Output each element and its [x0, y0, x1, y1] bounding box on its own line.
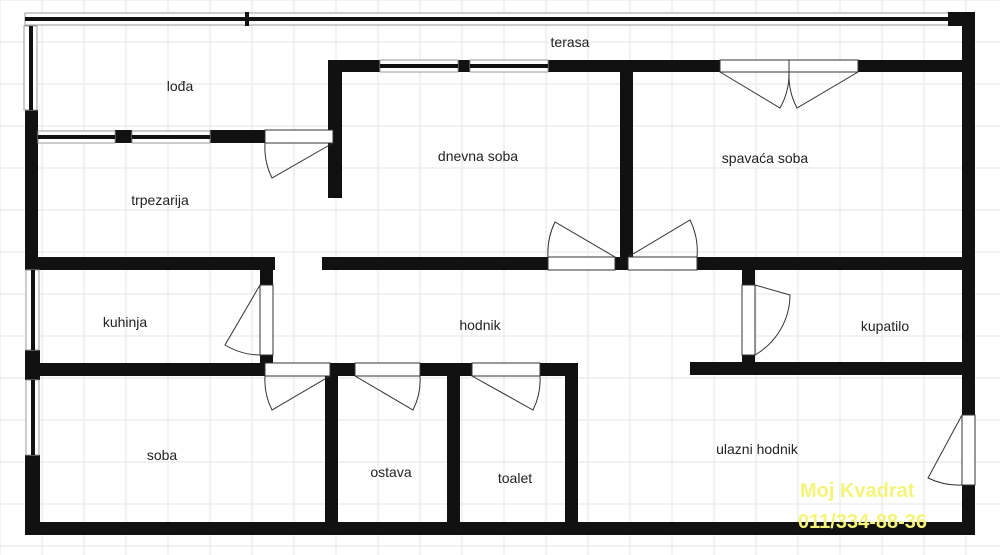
room-label-hodnik: hodnik [459, 317, 501, 333]
wall [458, 60, 470, 72]
room-label-loda: lođa [167, 78, 194, 94]
room-label-ostava: ostava [370, 464, 411, 480]
door-swing [264, 375, 331, 411]
watermark-name: Moj Kvadrat [800, 480, 915, 502]
wall [322, 257, 548, 270]
room-label-trpezarija: trpezarija [131, 192, 189, 208]
wall [548, 60, 720, 72]
door [627, 256, 698, 271]
wall [620, 60, 633, 270]
wall [858, 60, 962, 72]
door-swing [354, 375, 421, 411]
door [264, 362, 331, 377]
wall [697, 257, 962, 270]
door [741, 284, 756, 356]
wall [742, 355, 755, 365]
wall [328, 60, 380, 72]
door-swing [264, 142, 334, 179]
wall [962, 12, 975, 415]
wall [328, 60, 342, 198]
wall [615, 257, 628, 270]
room-label-toalet: toalet [498, 470, 532, 486]
room-label-soba: soba [147, 447, 178, 463]
wall [25, 257, 275, 270]
door [788, 59, 859, 73]
room-label-kuhinja: kuhinja [103, 314, 148, 330]
door [354, 362, 421, 377]
door-swing [719, 71, 790, 109]
door [264, 129, 334, 144]
wall [25, 363, 265, 376]
door-swing [627, 219, 698, 258]
room-label-terasa: terasa [551, 34, 590, 50]
door [719, 59, 790, 73]
terrace-railing [24, 12, 966, 26]
doors [224, 59, 976, 486]
wall [210, 130, 265, 143]
door [471, 362, 541, 377]
door [259, 284, 274, 356]
windows [23, 25, 549, 456]
wall [115, 130, 132, 143]
door-swing [754, 284, 791, 356]
wall [420, 363, 472, 376]
wall [260, 257, 273, 285]
wall [25, 110, 38, 270]
door [547, 256, 616, 271]
room-label-spavaca-soba: spavaća soba [722, 150, 809, 166]
wall [565, 363, 578, 528]
room-label-dnevna-soba: dnevna soba [438, 148, 518, 164]
wall [25, 258, 40, 270]
watermark-phone: 011/334-88-36 [798, 511, 927, 533]
room-label-ulazni-hodnik: ulazni hodnik [716, 441, 799, 457]
door-swing [471, 375, 541, 411]
door-swing [927, 414, 963, 486]
wall [742, 257, 755, 285]
wall [690, 362, 962, 375]
walls [25, 12, 975, 535]
room-label-kupatilo: kupatilo [861, 318, 909, 334]
wall [25, 522, 975, 535]
wall [447, 363, 460, 528]
door [961, 414, 976, 486]
wall [325, 363, 338, 528]
door-swing [788, 71, 859, 109]
door-swing [547, 221, 616, 258]
wall [25, 455, 40, 535]
wall [260, 355, 273, 365]
door-swing [224, 284, 261, 356]
